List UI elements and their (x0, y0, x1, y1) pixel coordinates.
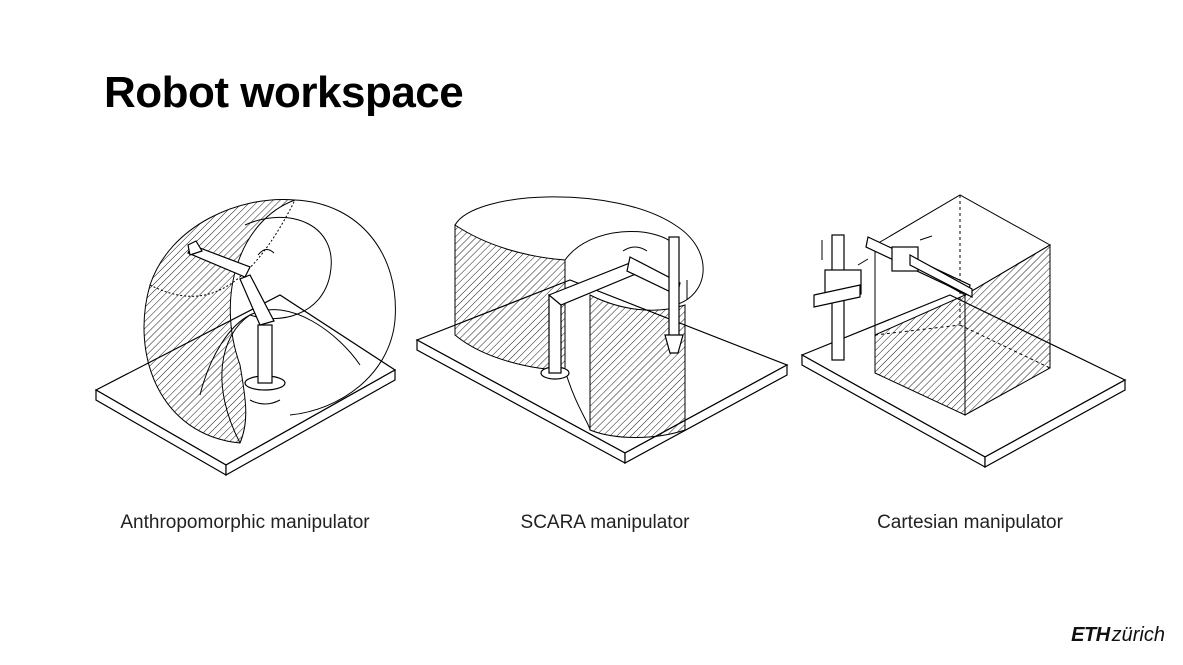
manipulator-arm (540, 236, 684, 380)
scara-workspace-figure (415, 185, 795, 485)
scara-workspace-drawing (415, 196, 789, 465)
joint-arrows (249, 249, 281, 405)
cartesian-workspace-drawing (800, 194, 1127, 469)
joint-arrows (622, 246, 688, 300)
slide-title: Robot workspace (104, 68, 464, 117)
anthropomorphic-manipulator-caption: Anthropomorphic manipulator (120, 512, 370, 533)
anthropomorphic-workspace-figure (90, 185, 410, 485)
scara-manipulator-caption: SCARA manipulator (520, 512, 690, 533)
cartesian-workspace-figure (800, 185, 1130, 485)
base-plate (94, 294, 397, 477)
workspace-box (873, 194, 1052, 416)
logo-zurich: zürich (1111, 624, 1165, 646)
workspace-sphere (143, 198, 396, 444)
workspace-annulus (454, 196, 704, 438)
anthropomorphic-workspace-drawing (94, 198, 397, 477)
manipulator-gantry (813, 234, 973, 361)
manipulator-arm (187, 240, 286, 391)
axis-arrows (821, 235, 933, 266)
logo-eth: ETH (1071, 624, 1110, 646)
cartesian-manipulator-caption: Cartesian manipulator (877, 512, 1063, 533)
